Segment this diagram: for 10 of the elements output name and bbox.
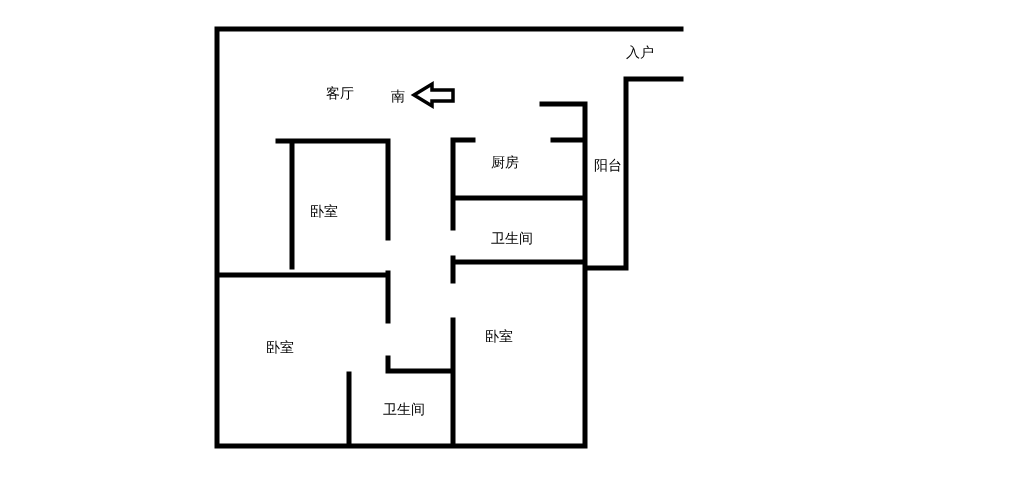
direction-label: 南	[391, 88, 405, 104]
room-label: 客厅	[326, 85, 354, 101]
room-label: 卧室	[485, 328, 513, 344]
room-label: 卧室	[266, 339, 294, 355]
room-label: 卫生间	[491, 230, 533, 246]
room-label: 卧室	[310, 203, 338, 219]
entrance-label: 入户	[626, 44, 654, 60]
room-label: 厨房	[491, 154, 519, 170]
room-label: 阳台	[594, 157, 622, 173]
room-label: 卫生间	[383, 401, 425, 417]
